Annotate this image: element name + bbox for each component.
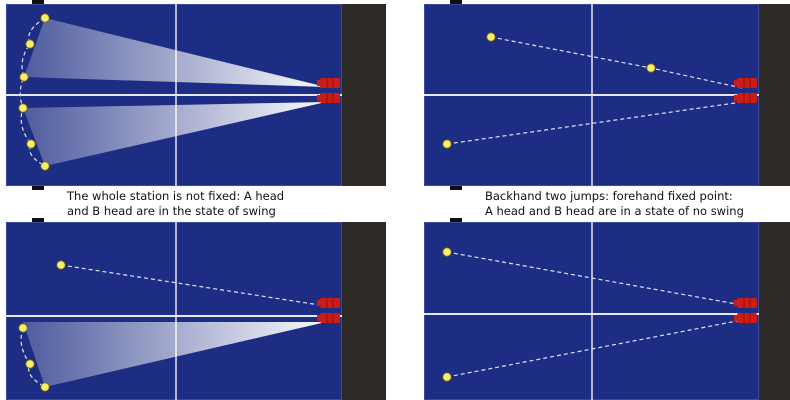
robot-body [737, 78, 757, 88]
ball-marker [442, 139, 452, 149]
edge-tick [32, 218, 44, 222]
caption-top-right-line-1: Backhand two jumps: forehand fixed point… [485, 189, 733, 203]
ball-marker [442, 372, 452, 382]
robot-nozzle [734, 300, 738, 306]
ball-marker [56, 260, 66, 270]
robot-nozzle [734, 315, 738, 321]
ball-marker [486, 32, 496, 42]
caption-top-left-line-1: The whole station is not fixed: A head [67, 189, 285, 203]
robot-body [320, 78, 340, 88]
caption-top-left: The whole station is not fixed: A head a… [67, 189, 284, 219]
swing-fan [24, 18, 326, 87]
end-wall [759, 4, 790, 186]
panel-bottom-right [424, 218, 790, 400]
robot-body [737, 298, 757, 308]
robot-head-b [317, 313, 340, 323]
panel-top-left [6, 0, 386, 190]
caption-top-right: Backhand two jumps: forehand fixed point… [485, 189, 744, 219]
robot-head-b [317, 93, 340, 103]
robot-head-b [734, 93, 757, 103]
robot-nozzle [317, 300, 321, 306]
ball-marker [25, 359, 35, 369]
panel-bottom-left [6, 218, 386, 400]
robot-head-a [317, 298, 340, 308]
ball-marker [40, 382, 50, 392]
ball-marker [19, 72, 29, 82]
robot-body [737, 313, 757, 323]
caption-top-left-line-2: and B head are in the state of swing [67, 204, 276, 218]
end-wall [342, 4, 386, 186]
swing-fan [23, 322, 326, 387]
robot-nozzle [317, 80, 321, 86]
robot-head-a [317, 78, 340, 88]
robot-head-b [734, 313, 757, 323]
ball-path [60, 264, 327, 307]
ball-marker [40, 161, 50, 171]
robot-head-a [734, 298, 757, 308]
ball-path [446, 319, 743, 378]
ball-marker [18, 323, 28, 333]
ball-marker [18, 103, 28, 113]
robot-body [320, 313, 340, 323]
end-wall [342, 222, 386, 400]
swing-fan [23, 102, 326, 166]
ball-marker [40, 13, 50, 23]
robot-body [737, 93, 757, 103]
robot-head-a [734, 78, 757, 88]
caption-top-right-line-2: A head and B head are in a state of no s… [485, 204, 744, 218]
edge-tick [450, 218, 462, 222]
edge-tick [32, 186, 44, 190]
edge-tick [32, 0, 44, 4]
ball-marker [442, 247, 452, 257]
end-wall [759, 222, 790, 400]
edge-tick [450, 186, 462, 190]
panel-top-right [424, 0, 790, 190]
robot-nozzle [317, 95, 321, 101]
ball-path [446, 101, 743, 145]
ball-marker [26, 139, 36, 149]
robot-nozzle [734, 80, 738, 86]
ball-marker [25, 39, 35, 49]
robot-nozzle [734, 95, 738, 101]
ball-path [446, 251, 743, 306]
robot-body [320, 93, 340, 103]
edge-tick [450, 0, 462, 4]
robot-nozzle [317, 315, 321, 321]
robot-body [320, 298, 340, 308]
ball-marker [646, 63, 656, 73]
